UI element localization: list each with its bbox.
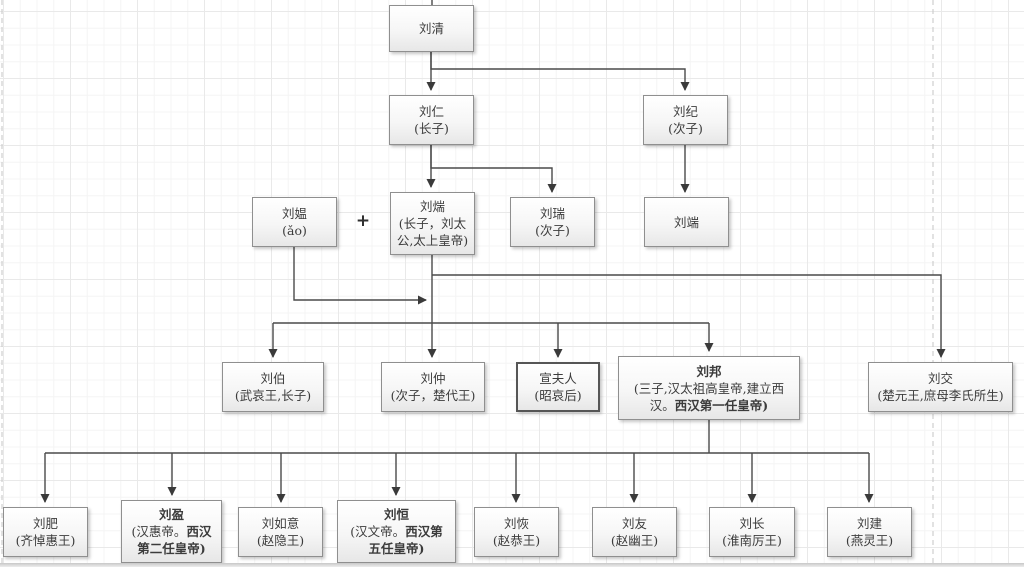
node-text-line: 刘邦 [696,363,722,379]
node-text-line: 刘仁 [418,104,444,119]
node-liu-rui[interactable]: 刘瑞 (次子) [510,197,595,247]
node-liu-ji[interactable]: 刘纪 (次子) [643,95,728,145]
node-liu-hui[interactable]: 刘恢 (赵恭王) [474,507,559,557]
node-text-line: 刘仲 [420,371,446,386]
node-liu-you[interactable]: 刘友 (赵幽王) [592,507,677,557]
node-text-line: (长子，刘太 [398,216,467,231]
node-text-line: 刘建 [856,516,882,531]
node-liu-zhong[interactable]: 刘仲 (次子，楚代王) [381,362,485,412]
node-text-line: 五任皇帝) [368,541,425,556]
node-text-line: 刘如意 [261,516,300,531]
node-text-line: (次子) [668,121,703,136]
node-liu-ying[interactable]: 刘盈 (汉惠帝。西汉第二任皇帝) [121,500,222,563]
node-liu-ruyi[interactable]: 刘如意 (赵隐王) [238,507,323,557]
node-text-line: 刘纪 [672,104,698,119]
node-text-line: 刘盈 [158,507,184,522]
node-text-line: 刘媪 [281,206,307,221]
node-liu-ren[interactable]: 刘仁 (长子) [389,95,474,145]
node-text-line: 刘煓 [419,199,445,214]
node-text-line: 汉。西汉第一任皇帝) [649,397,769,413]
node-text-line: (齐悼惠王) [15,533,76,548]
node-text-line: 刘友 [621,516,647,531]
node-liu-duan[interactable]: 刘端 [644,197,729,247]
edges-group [40,0,946,503]
connector-liuqing-to-liuji[interactable] [430,52,690,91]
node-text-line: (次子，楚代王) [390,388,476,403]
node-text-line: (汉文帝。西汉第 [350,524,443,539]
node-liu-tuan[interactable]: 刘煓 (长子，刘太公,太上皇帝) [390,192,475,255]
node-text-line: (赵幽王) [610,533,659,548]
node-text-line: (赵恭王) [492,533,541,548]
node-text-line: (赵隐王) [256,533,305,548]
page-break-guides [1,0,934,567]
node-liu-ao[interactable]: 刘媪 (ǎo) [252,197,337,247]
node-liu-fei[interactable]: 刘肥 (齐悼惠王) [3,507,88,557]
node-text-line: (三子,汉太祖高皇帝,建立西 [633,380,785,396]
node-text-line: (燕灵王) [845,533,894,548]
connector-liutuan-to-liujiao[interactable] [432,274,946,358]
node-liu-qing[interactable]: 刘清 [389,5,474,52]
node-text-line: 刘肥 [32,516,58,531]
node-text-line: 刘瑞 [539,206,565,221]
node-liu-jiao[interactable]: 刘交 (楚元王,庶母李氏所生) [868,362,1013,412]
node-text-line: 刘伯 [260,371,286,386]
node-text-line: 刘清 [418,21,444,36]
node-liu-zhang[interactable]: 刘长 (淮南厉王) [709,507,795,557]
node-text-line: (ǎo) [282,223,307,238]
node-text-line: 宣夫人 [539,371,577,386]
node-text-line: 刘恢 [503,516,529,531]
node-text-line: 第二任皇帝) [137,541,206,556]
node-text-line: (次子) [535,223,570,238]
node-text-line: (汉惠帝。西汉 [131,524,212,539]
node-liu-bang[interactable]: 刘邦(三子,汉太祖高皇帝,建立西汉。西汉第一任皇帝) [618,356,800,420]
connector-liuao-to-union[interactable] [293,247,427,305]
node-xuan-furen[interactable]: 宣夫人 (昭哀后) [516,362,600,412]
node-text-line: (武哀王,长子) [234,388,312,403]
marriage-plus-sign: + [355,211,371,231]
node-text-line: 刘交 [927,371,953,386]
node-liu-jian[interactable]: 刘建 (燕灵王) [827,507,912,557]
node-liu-heng[interactable]: 刘恒 (汉文帝。西汉第五任皇帝) [337,500,456,563]
canvas-bottom-edge [0,563,1024,567]
node-text-line: 刘长 [739,516,765,531]
node-text-line: 公,太上皇帝) [396,233,469,248]
node-text-line: (楚元王,庶母李氏所生) [877,388,1004,403]
node-liu-bo[interactable]: 刘伯 (武哀王,长子) [222,362,324,412]
node-text-line: (昭哀后) [534,388,582,403]
connector-liuren-to-liurui[interactable] [430,145,557,193]
node-text-line: 刘恒 [383,507,409,522]
node-text-line: 刘端 [673,214,699,230]
node-text-line: (淮南厉王) [722,533,782,548]
node-text-line: (长子) [414,121,449,136]
